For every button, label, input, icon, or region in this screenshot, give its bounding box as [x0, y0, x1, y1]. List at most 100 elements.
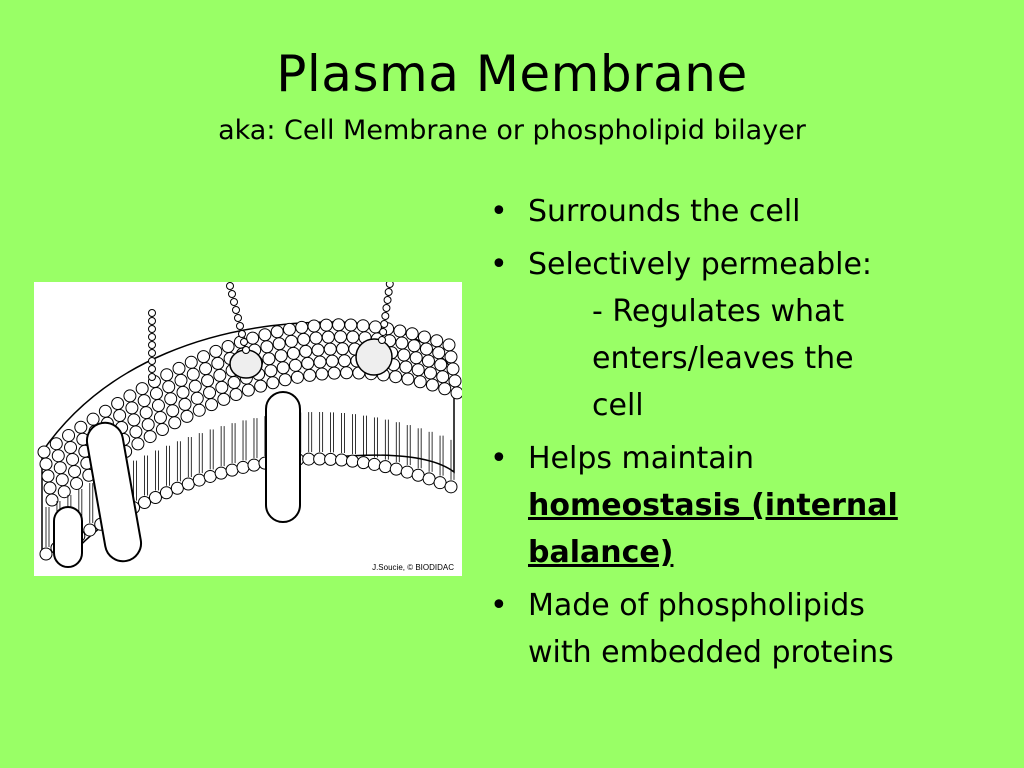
phospholipid-head — [448, 374, 462, 388]
phospholipid-head — [336, 342, 350, 356]
phospholipid-head — [344, 318, 358, 332]
phospholipid-head — [135, 382, 149, 396]
sugar-unit — [382, 304, 391, 312]
sugar-unit — [232, 306, 240, 314]
membrane-illustration: J.Soucie, © BIODIDAC — [34, 282, 462, 576]
sugar-unit — [228, 290, 236, 298]
phospholipid-head — [153, 411, 167, 425]
phospholipid-head — [393, 324, 407, 338]
protein-channel-small — [53, 506, 83, 568]
phospholipid-head — [332, 318, 346, 332]
sugar-unit — [236, 322, 244, 330]
phospholipid-head — [290, 370, 304, 384]
phospholipid-head — [450, 386, 462, 400]
phospholipid-head — [203, 386, 217, 400]
bullet-list: • Surrounds the cell • Selectively perme… — [490, 188, 1010, 682]
phospholipid-head — [434, 358, 448, 372]
sugar-unit — [148, 357, 156, 365]
phospholipid-head — [409, 351, 423, 365]
phospholipid-head — [111, 396, 125, 410]
phospholipid-head — [170, 481, 184, 495]
phospholipid-head — [338, 354, 352, 368]
phospholipid-head — [176, 385, 190, 399]
phospholipid-head — [39, 457, 53, 471]
phospholipid-head — [389, 370, 403, 384]
protein-channel-left — [85, 421, 143, 563]
phospholipid-head — [188, 379, 202, 393]
phospholipid-head — [397, 348, 411, 362]
phospholipid-head — [307, 319, 321, 333]
phospholipid-head — [315, 367, 329, 381]
phospholipid-head — [190, 391, 204, 405]
phospholipid-head — [399, 360, 413, 374]
bullet-marker: • — [490, 441, 508, 476]
phospholipid-head — [217, 392, 231, 406]
phospholipid-head — [41, 469, 55, 483]
phospholipid-head — [151, 399, 165, 413]
phospholipid-head — [138, 495, 152, 509]
sugar-unit — [230, 298, 238, 306]
phospholipid-head — [438, 382, 452, 396]
phospholipid-head — [422, 472, 436, 486]
bullet-marker: • — [490, 247, 508, 282]
phospholipid-head — [401, 372, 415, 386]
phospholipid-head — [436, 370, 450, 384]
phospholipid-head — [301, 356, 315, 370]
phospholipid-head — [419, 342, 433, 356]
phospholipid-head — [299, 344, 313, 358]
phospholipid-head — [178, 397, 192, 411]
bullet-item-3: • Helps maintain homeostasis (internal b… — [490, 435, 1010, 576]
phospholipid-head — [444, 480, 458, 494]
sugar-unit — [240, 338, 248, 346]
sugar-unit — [384, 288, 393, 296]
phospholipid-head — [247, 458, 261, 472]
phospholipid-head — [241, 383, 255, 397]
phospholipid-head — [43, 481, 57, 495]
phospholipid-head — [367, 457, 381, 471]
phospholipid-head — [258, 328, 272, 342]
phospholipid-head — [192, 403, 206, 417]
sugar-unit — [148, 349, 156, 357]
phospholipid-heads-top — [37, 318, 462, 507]
phospholipid-head — [209, 344, 223, 358]
sugar-unit — [234, 314, 242, 322]
phospholipid-head — [266, 376, 280, 390]
phospholipid-head — [205, 398, 219, 412]
phospholipid-head — [288, 358, 302, 372]
phospholipid-head — [203, 469, 217, 483]
phospholipid-head — [340, 366, 354, 380]
bullet-text-line-1: Made of phospholipids — [528, 588, 865, 623]
phospholipid-head — [125, 401, 139, 415]
phospholipid-head — [421, 354, 435, 368]
bullet-text: Selectively permeable: — [528, 247, 873, 282]
phospholipid-head — [70, 476, 84, 490]
phospholipid-head — [324, 452, 338, 466]
phospholipid-head — [45, 493, 59, 507]
sugar-unit — [148, 373, 156, 381]
phospholipid-head — [98, 404, 112, 418]
bullet-text-line-2: with embedded proteins — [528, 635, 894, 670]
bullet-text: Helps maintain — [528, 441, 755, 476]
bullet-item-2: • Selectively permeable: - Regulates wha… — [490, 241, 1010, 429]
phospholipid-head — [278, 373, 292, 387]
phospholipid-head — [221, 340, 235, 354]
phospholipid-head — [66, 452, 80, 466]
phospholipid-head — [407, 339, 421, 353]
bullet-item-4: • Made of phospholipids with embedded pr… — [490, 582, 1010, 676]
sugar-unit — [238, 330, 246, 338]
phospholipid-head — [309, 331, 323, 345]
phospholipid-head — [313, 452, 327, 466]
phospholipid-head — [284, 334, 298, 348]
phospholipid-head — [184, 355, 198, 369]
phospholipid-head — [356, 456, 370, 470]
sugar-unit — [148, 325, 156, 333]
phospholipid-head — [327, 366, 341, 380]
phospholipid-head — [148, 491, 162, 505]
carbohydrate-chains — [148, 282, 394, 381]
phospholipid-head — [433, 476, 447, 490]
phospholipid-head — [113, 408, 127, 422]
phospholipid-head — [270, 325, 284, 339]
sugar-unit — [242, 346, 250, 354]
phospholipid-head — [213, 368, 227, 382]
phospholipid-head — [181, 477, 195, 491]
